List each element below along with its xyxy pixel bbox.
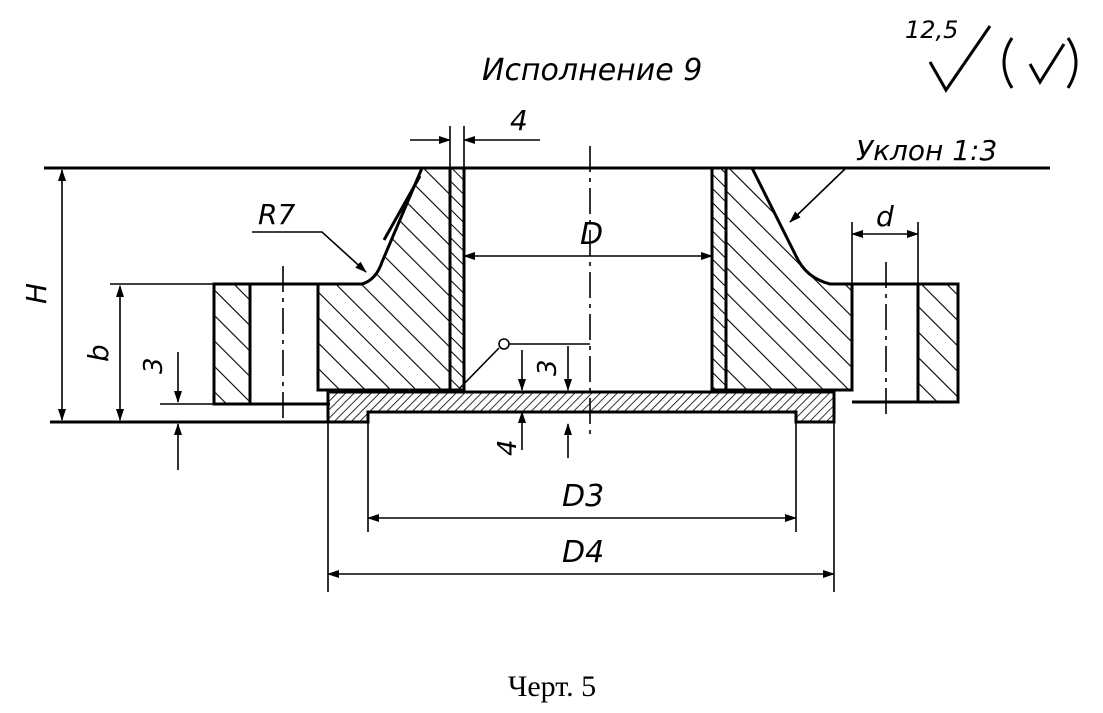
height-label: H	[20, 283, 53, 304]
drawing-title: Исполнение 9	[482, 53, 702, 88]
ring-outer-label: D4	[562, 535, 604, 570]
right-hub-section	[724, 166, 854, 392]
dim-bolt-hole: d	[851, 200, 919, 284]
roughness-symbol: 12,5	[905, 16, 1078, 93]
figure-caption: Черт. 5	[508, 670, 596, 703]
left-offset-label: 3	[139, 357, 169, 374]
slope-label: Уклон 1:3	[856, 134, 997, 167]
right-pipe-wall	[710, 166, 728, 392]
dim-flange-thickness: b	[82, 283, 214, 421]
dim-gap-top-label: 4	[510, 104, 528, 137]
radius-label: R7	[258, 198, 295, 231]
dim-left-offset: 3	[139, 352, 214, 470]
dim-inner-diameter: D	[463, 217, 713, 260]
backing-ring	[326, 390, 836, 424]
dim-weld: 4 3	[464, 346, 580, 458]
left-hub-section	[316, 166, 452, 392]
dim-ring-outer: D4	[327, 422, 835, 592]
dim-gap-top: 4	[410, 104, 540, 168]
dim-ring-inner: D3	[367, 422, 797, 532]
flange-thickness-label: b	[82, 344, 115, 362]
left-flange-section	[212, 282, 252, 406]
paren-check-icon	[1002, 37, 1078, 89]
ring-inner-label: D3	[562, 479, 604, 514]
dim-height: H	[20, 169, 66, 421]
bolt-hole-label: d	[876, 200, 894, 233]
weld-4-label: 4	[493, 439, 523, 456]
weld-callout	[457, 338, 590, 391]
dim-radius: R7	[252, 198, 367, 273]
inner-diameter-label: D	[580, 217, 603, 252]
weld-3-label: 3	[533, 359, 563, 376]
roughness-value: 12,5	[905, 16, 958, 44]
check-icon	[928, 25, 992, 93]
right-flange-section	[916, 282, 960, 404]
left-pipe-wall	[448, 166, 466, 392]
